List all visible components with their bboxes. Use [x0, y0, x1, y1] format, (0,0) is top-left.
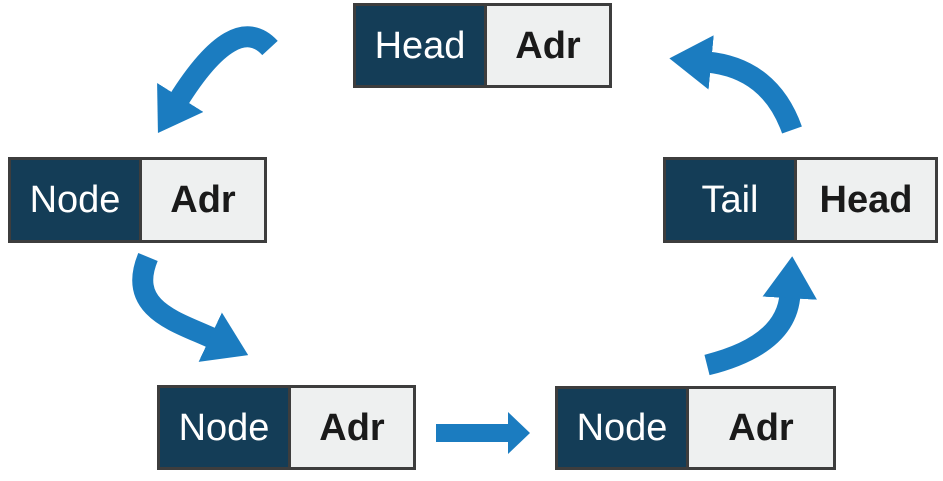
- node-value-cell: Adr: [686, 389, 833, 467]
- arrow-head-to-node-left: [157, 26, 278, 134]
- node-label-cell: Node: [11, 160, 139, 240]
- node-value: Adr: [515, 24, 581, 67]
- node-value: Head: [819, 179, 913, 221]
- node-label-cell: Head: [356, 6, 484, 85]
- node-label-cell: Node: [558, 389, 686, 467]
- node-value-cell: Head: [794, 160, 935, 240]
- node-box-bottom-left: Node Adr: [157, 385, 416, 470]
- node-value-cell: Adr: [288, 388, 413, 467]
- node-value-cell: Adr: [139, 160, 264, 240]
- arrow-node-bottom-right-to-tail: [704, 256, 818, 376]
- node-label: Head: [374, 24, 466, 67]
- arrow-node-bottom-left-to-node-bottom-right: [436, 412, 530, 454]
- node-label: Node: [178, 406, 270, 449]
- node-value: Adr: [728, 407, 794, 449]
- node-value: Adr: [319, 406, 385, 449]
- node-box-tail: Tail Head: [663, 157, 938, 243]
- arrow-tail-to-head: [669, 35, 802, 134]
- node-label: Node: [29, 179, 121, 221]
- node-box-left: Node Adr: [8, 157, 267, 243]
- node-label: Node: [576, 407, 668, 449]
- node-label-cell: Tail: [666, 160, 794, 240]
- node-value-cell: Adr: [484, 6, 609, 85]
- arrow-node-left-to-node-bottom-left: [132, 252, 249, 362]
- node-label: Tail: [701, 179, 759, 221]
- node-box-head: Head Adr: [353, 3, 612, 88]
- node-value: Adr: [170, 179, 236, 221]
- node-box-bottom-right: Node Adr: [555, 386, 836, 470]
- node-label-cell: Node: [160, 388, 288, 467]
